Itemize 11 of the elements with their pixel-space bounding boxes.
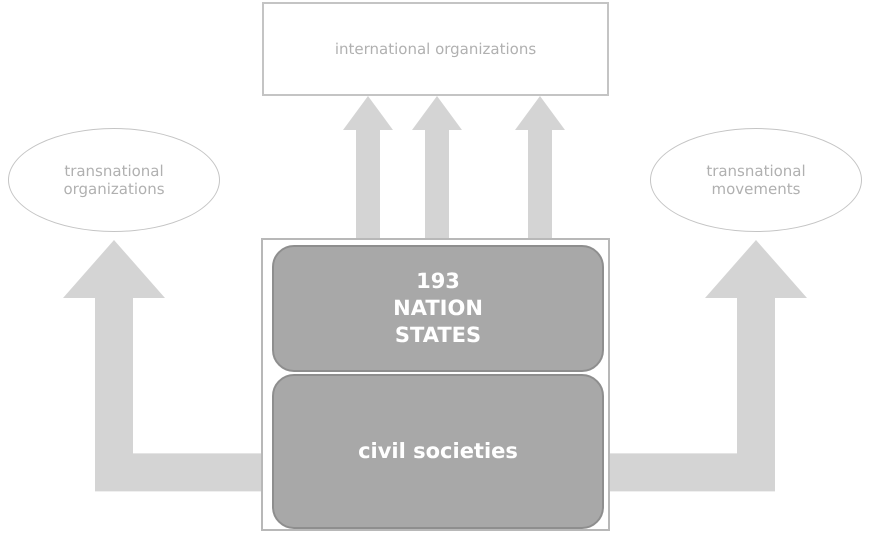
block-arrow [610, 240, 807, 492]
movement-ellipse: transnational movements [650, 128, 862, 232]
block-arrow [515, 96, 565, 238]
block-arrow [343, 96, 393, 238]
container-box [261, 238, 610, 531]
block-arrow [412, 96, 462, 238]
block-arrow [63, 240, 261, 492]
civil-societies-box: civil societies [272, 374, 604, 529]
organization-box: international organizations [262, 2, 609, 96]
nation-states-box: 193 NATION STATES [272, 245, 604, 372]
organization-ellipse: transnational organizations [8, 128, 220, 232]
